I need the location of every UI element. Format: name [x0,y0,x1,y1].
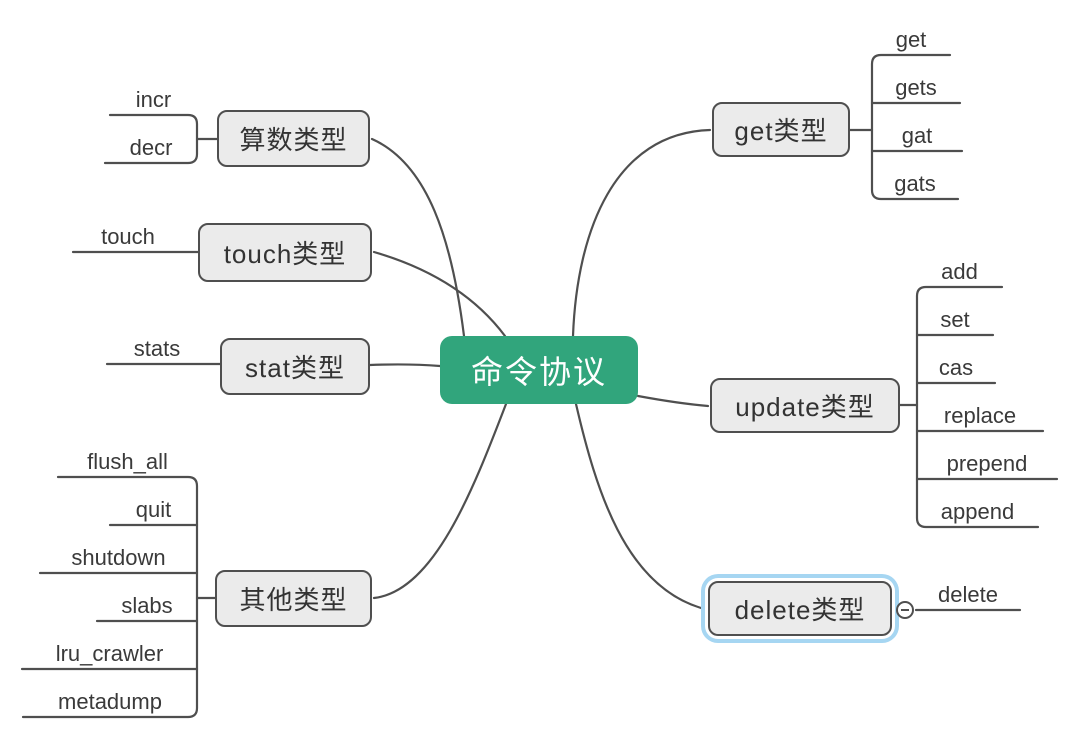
connector-root-to-arithmetic [370,137,466,338]
branch-node-arithmetic[interactable]: 算数类型 [217,110,370,167]
branch-node-delete[interactable]: delete类型 [708,581,892,636]
leaf-add[interactable]: add [941,259,978,284]
connector-root-to-stat [368,363,442,368]
leaf-shutdown[interactable]: shutdown [71,545,166,570]
leaf-touch[interactable]: touch [101,224,155,249]
leaf-gats[interactable]: gats [894,171,936,196]
branch-node-stat[interactable]: stat类型 [220,338,370,395]
branch-node-get[interactable]: get类型 [712,102,850,157]
leaf-cas[interactable]: cas [938,355,974,380]
leaf-quit[interactable]: quit [135,497,172,522]
connector-root-to-delete [574,402,703,610]
leaf-gets[interactable]: gets [895,75,937,100]
leaf-prepend[interactable]: prepend [946,451,1028,476]
leaf-stats[interactable]: stats [133,336,181,361]
root-node[interactable]: 命令协议 [440,336,638,404]
bracket-update [915,285,1040,529]
bracket-get [870,53,960,201]
branch-node-update[interactable]: update类型 [710,378,900,433]
collapse-minus-icon[interactable] [896,601,914,619]
leaf-slabs[interactable]: slabs [121,593,173,618]
leaf-flush-all[interactable]: flush_all [87,449,168,474]
leaf-metadump[interactable]: metadump [58,689,162,714]
leaf-delete[interactable]: delete [938,582,998,607]
leaf-decr[interactable]: decr [129,135,173,160]
branch-node-touch[interactable]: touch类型 [198,223,372,282]
connector-root-to-update [636,394,710,408]
leaf-get[interactable]: get [895,27,927,52]
leaf-incr[interactable]: incr [135,87,172,112]
connector-root-to-other [372,402,508,600]
branch-node-other[interactable]: 其他类型 [215,570,372,627]
leaf-set[interactable]: set [940,307,970,332]
leaf-append[interactable]: append [940,499,1015,524]
leaf-gat[interactable]: gat [901,123,933,148]
leaf-lru-crawler[interactable]: lru_crawler [55,641,164,666]
leaf-replace[interactable]: replace [943,403,1017,428]
connector-root-to-touch [372,250,507,338]
connector-root-to-get [571,128,712,338]
